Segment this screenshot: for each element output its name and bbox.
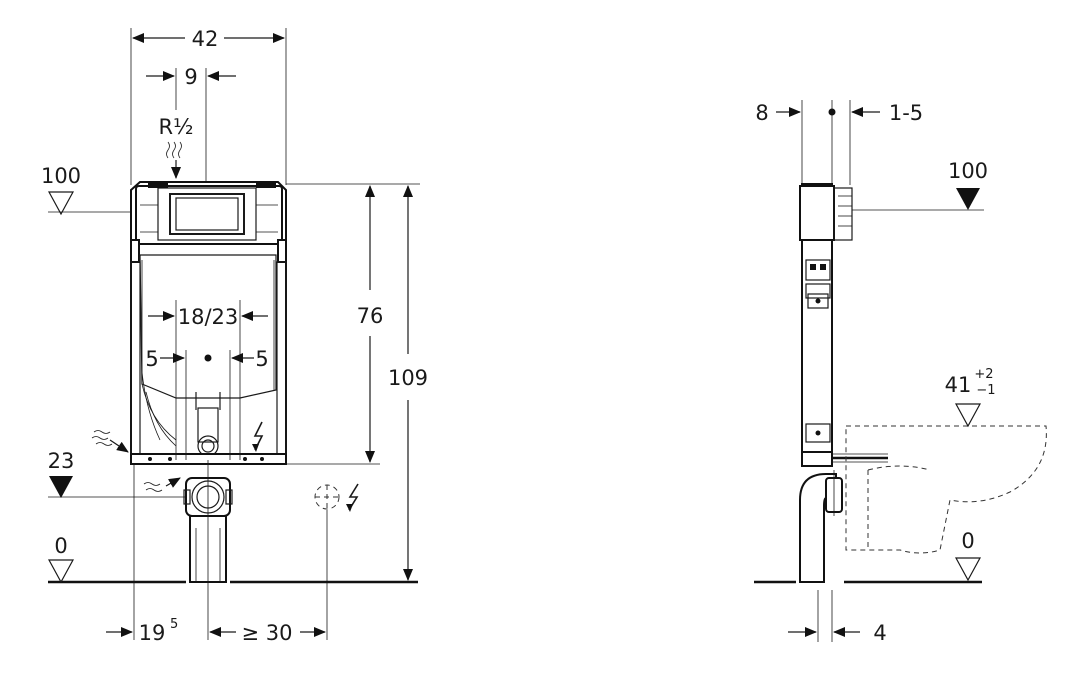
side-drain-pipe bbox=[799, 453, 888, 583]
dim-pipe-offset: 4 bbox=[788, 590, 887, 645]
dim-offsets-5: 5 5 bbox=[145, 347, 269, 460]
bowl-height-label: 41 bbox=[945, 373, 972, 397]
level-100-left: 100 bbox=[41, 164, 153, 216]
frame-height-label: 76 bbox=[357, 304, 384, 328]
floor-right: 0 bbox=[754, 529, 982, 584]
dim-bottom: 19 5 ≥ 30 bbox=[106, 617, 326, 645]
offset-right-label: 5 bbox=[255, 347, 268, 371]
drain-offset-sup: 5 bbox=[170, 617, 178, 632]
level-100-right: 100 bbox=[852, 159, 988, 211]
wc-bowl bbox=[845, 425, 1047, 554]
dim-width-42: 42 bbox=[130, 27, 287, 185]
wall-gap-label: 1-5 bbox=[889, 101, 923, 125]
level-23: 23 bbox=[48, 449, 190, 498]
level-41: 41 +2 −1 bbox=[945, 367, 996, 428]
side-frame bbox=[799, 183, 853, 467]
bowl-height-plus: +2 bbox=[974, 367, 993, 382]
dim-offset-9: 9 bbox=[146, 65, 236, 184]
level-open-triangle-icon bbox=[954, 403, 982, 428]
dim-depth: 8 1-5 bbox=[755, 100, 923, 185]
level-0-left-label: 0 bbox=[54, 534, 67, 558]
dim-frame-height: 76 bbox=[286, 183, 420, 465]
supply-label: R½ bbox=[159, 115, 194, 139]
water-inlet-icon bbox=[91, 430, 129, 453]
drain-offset-label: 19 bbox=[139, 621, 166, 645]
lightning-icon bbox=[348, 483, 359, 511]
level-filled-triangle-icon bbox=[956, 188, 980, 210]
frame-body bbox=[130, 181, 287, 465]
level-100-left-label: 100 bbox=[41, 164, 81, 188]
side-view: 8 1-5 100 bbox=[754, 100, 1047, 645]
dim-total-height: 109 bbox=[388, 185, 428, 581]
water-supply: R½ bbox=[159, 115, 194, 179]
floor-left: 0 bbox=[47, 464, 418, 640]
level-0-right-label: 0 bbox=[961, 529, 974, 553]
level-open-triangle-icon bbox=[47, 191, 75, 216]
dim-spacing: 18/23 bbox=[148, 300, 268, 460]
level-23-label: 23 bbox=[48, 449, 75, 473]
electrical-icon bbox=[252, 421, 264, 452]
bowl-height-minus: −1 bbox=[976, 383, 995, 398]
spacing-label: 18/23 bbox=[178, 305, 239, 329]
width-label: 42 bbox=[192, 27, 219, 51]
pipe-offset-label: 4 bbox=[873, 621, 886, 645]
depth-label: 8 bbox=[755, 101, 768, 125]
total-height-label: 109 bbox=[388, 366, 428, 390]
offset-9-label: 9 bbox=[184, 65, 197, 89]
center-point bbox=[204, 354, 212, 362]
electrical-socket bbox=[314, 483, 359, 640]
level-open-triangle-icon bbox=[954, 557, 982, 582]
socket-distance-label: ≥ 30 bbox=[242, 621, 293, 645]
level-filled-triangle-icon bbox=[49, 476, 73, 498]
level-open-triangle-icon bbox=[47, 559, 75, 584]
offset-left-label: 5 bbox=[145, 347, 158, 371]
drain-pipe bbox=[143, 460, 233, 640]
level-100-right-label: 100 bbox=[948, 159, 988, 183]
front-view: 42 9 R½ 100 bbox=[41, 27, 428, 645]
water-flow-icon bbox=[166, 141, 182, 159]
